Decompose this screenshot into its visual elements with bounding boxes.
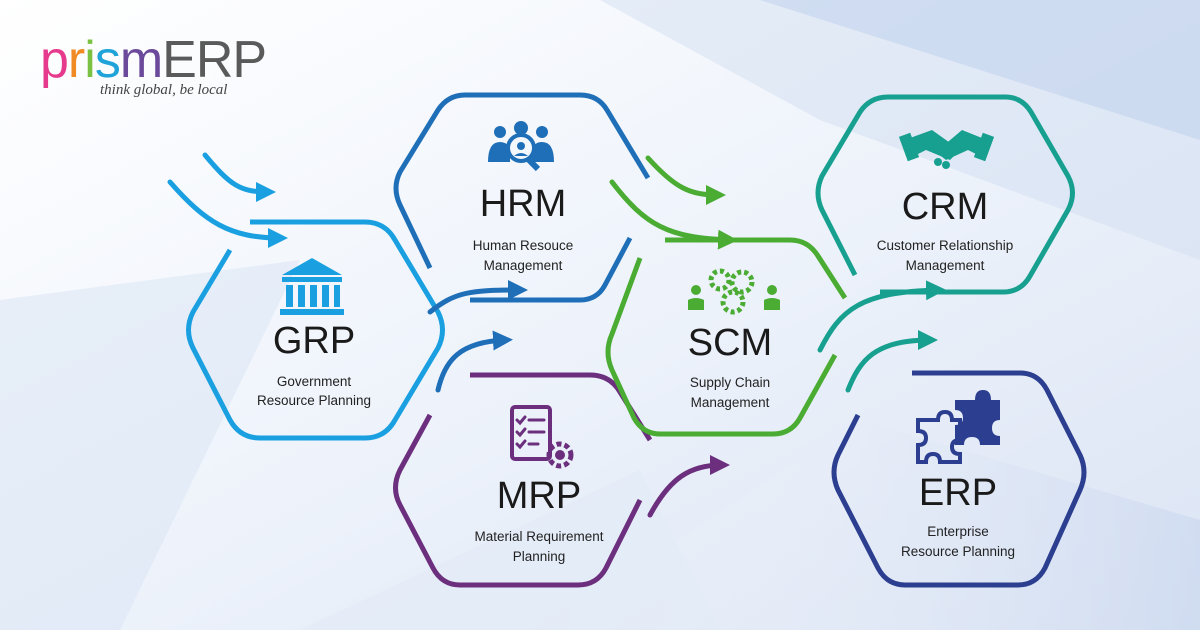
hrm-output-arrows	[427, 280, 528, 393]
logo-letter-i: i	[84, 31, 96, 89]
hrm-hexagon	[393, 92, 651, 303]
logo-suffix: ERP	[162, 31, 267, 89]
grp-input-arrow-2	[167, 179, 288, 248]
logo-letter-m: m	[119, 31, 163, 89]
hrm-arrow-2	[435, 330, 513, 393]
crm-hexagon	[815, 94, 1075, 295]
logo-letter-r: r	[67, 31, 85, 89]
logo-tagline: think global, be local	[100, 82, 228, 98]
grp-input-arrows	[167, 152, 288, 248]
scm-input-arrows	[609, 155, 738, 250]
hrm-arrow-1	[427, 280, 528, 315]
people-search-icon	[488, 121, 554, 172]
grp-title: GRP	[272, 320, 356, 362]
scm-hexagon	[605, 237, 848, 437]
gears-people-icon	[688, 268, 780, 315]
crm-subtitle-line2: Management	[905, 258, 985, 273]
erp-subtitle-line1: Enterprise	[927, 524, 989, 539]
erp-hexagon	[831, 370, 1087, 588]
erp-subtitle-line2: Resource Planning	[900, 544, 1016, 559]
logo-letter-s: s	[94, 31, 121, 89]
mrp-subtitle-line2: Planning	[512, 549, 566, 564]
mrp-subtitle-line1: Material Requirement	[474, 529, 604, 544]
grp-hexagon	[186, 219, 445, 441]
logo-wordmark: prismERP	[40, 30, 267, 90]
scm-title: SCM	[687, 322, 773, 364]
government-building-icon	[280, 258, 344, 315]
crm-input-arrow-2	[845, 330, 938, 393]
mrp-output-arrow	[647, 455, 730, 518]
scm-input-arrow-1	[645, 155, 726, 205]
puzzle-pieces-icon	[916, 390, 1000, 464]
grp-input-arrow-1	[202, 152, 276, 202]
scm-subtitle-line2: Management	[690, 395, 770, 410]
grp-subtitle-line1: Government	[276, 374, 352, 389]
crm-input-arrow-1	[817, 280, 946, 353]
grp-subtitle-line2: Resource Planning	[256, 393, 372, 408]
crm-title: CRM	[901, 186, 989, 228]
hrm-subtitle-line2: Management	[483, 258, 563, 273]
checklist-gear-icon	[510, 405, 574, 469]
crm-input-arrows	[817, 280, 946, 393]
erp-title: ERP	[918, 472, 998, 514]
handshake-icon	[898, 130, 995, 169]
hrm-title: HRM	[479, 183, 567, 225]
crm-subtitle-line1: Customer Relationship	[876, 238, 1014, 253]
hrm-subtitle-line1: Human Resouce	[472, 238, 574, 253]
mrp-title: MRP	[496, 475, 582, 517]
scm-input-arrow-2	[609, 179, 738, 250]
logo-letter-p: p	[40, 31, 69, 89]
scm-subtitle-line1: Supply Chain	[689, 375, 771, 390]
prismerp-logo: prismERP think global, be local	[40, 30, 280, 105]
